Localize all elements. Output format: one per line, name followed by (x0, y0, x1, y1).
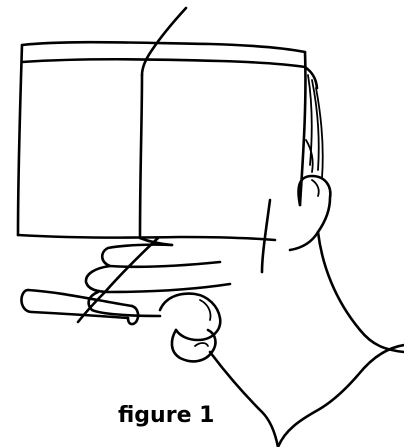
binding-thread (76, 6, 188, 324)
thread-top-tail (140, 6, 188, 77)
finger-1 (100, 243, 222, 269)
finger-2 (84, 264, 232, 294)
roll-top (26, 288, 134, 308)
finger-lower (170, 328, 217, 363)
book-pages-2 (311, 79, 320, 171)
thumb-outline (288, 174, 332, 252)
book-top-edge (20, 40, 307, 54)
roll-outline (20, 288, 130, 320)
wrist-outer (316, 230, 404, 354)
needle-roll (20, 288, 140, 326)
thumbnail (311, 179, 320, 197)
book-right-edge (298, 50, 307, 207)
thread-vertical (138, 73, 144, 240)
book-top-edge-2 (20, 57, 307, 69)
finger-3 (87, 290, 162, 318)
book-block (16, 40, 324, 242)
book-pages-3 (315, 87, 324, 179)
fingertip (158, 292, 222, 342)
hand-back (260, 198, 272, 274)
book-corner (303, 65, 319, 90)
fingernail (199, 299, 212, 321)
book-pages-4 (305, 139, 314, 173)
book-left-edge (16, 43, 24, 237)
book-pages-1 (307, 74, 313, 166)
roll-end (126, 304, 140, 326)
book-bottom-edge (16, 233, 277, 242)
wrist-inner (208, 350, 280, 447)
figure-caption: figure 1 (118, 403, 215, 428)
knuckle-line (194, 342, 209, 347)
sleeve-cuff (276, 343, 404, 447)
hand (84, 174, 404, 447)
